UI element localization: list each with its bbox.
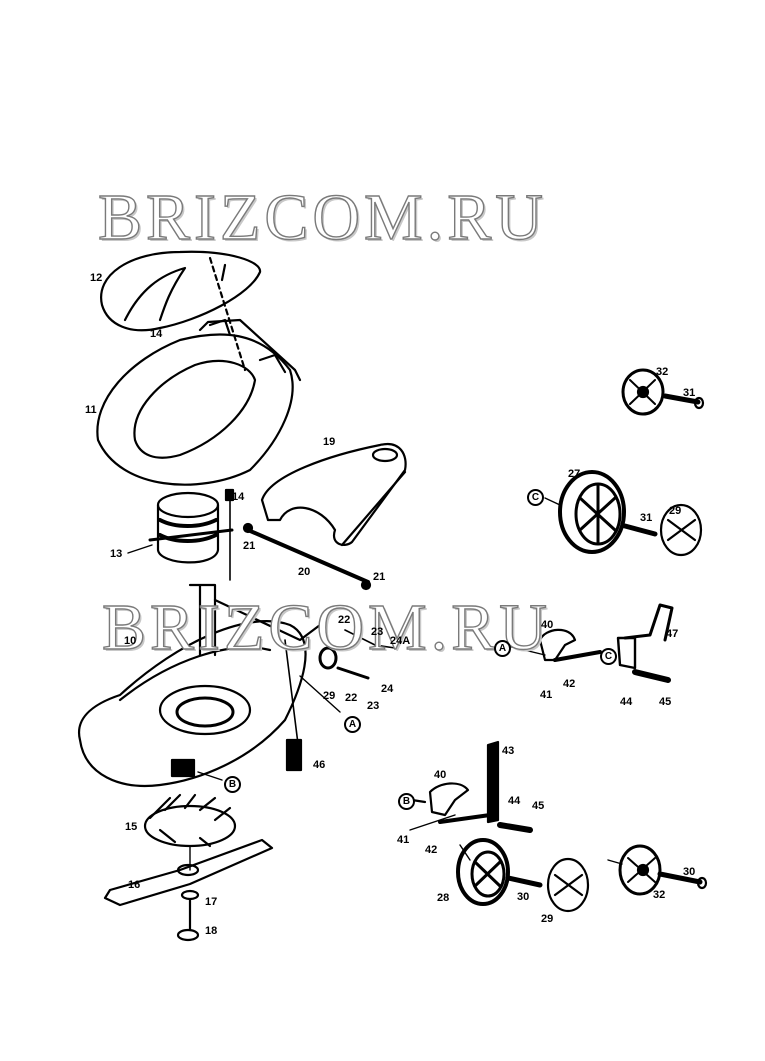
part-label-45b: 45 <box>532 800 545 812</box>
part-label-13: 13 <box>110 548 123 560</box>
reference-marker-A1: A <box>344 716 361 733</box>
part-label-47: 47 <box>666 628 679 640</box>
part-label-42a: 42 <box>563 678 576 690</box>
part-label-24A: 24A <box>390 635 411 647</box>
part-label-32b: 32 <box>653 889 666 901</box>
part-label-46: 46 <box>313 759 326 771</box>
front-wheel-large <box>456 838 590 913</box>
part-label-30a: 30 <box>517 891 530 903</box>
front-wheel-small <box>607 844 708 896</box>
motor-part <box>127 488 235 581</box>
part-label-11: 11 <box>85 404 97 416</box>
reference-marker-C1: C <box>527 489 544 506</box>
rear-wheel-large <box>544 470 703 557</box>
part-label-21a: 21 <box>243 540 256 552</box>
part-label-16: 16 <box>128 879 141 891</box>
part-label-21b: 21 <box>373 571 386 583</box>
part-label-40b: 40 <box>434 769 447 781</box>
part-label-28: 28 <box>437 892 450 904</box>
part-label-15: 15 <box>125 821 138 833</box>
part-label-29c: 29 <box>541 913 554 925</box>
part-label-42b: 42 <box>425 844 438 856</box>
part-label-44a: 44 <box>620 696 633 708</box>
blade-part <box>103 838 274 907</box>
part-label-22b: 22 <box>345 692 358 704</box>
part-label-20: 20 <box>298 566 311 578</box>
part-label-30b: 30 <box>683 866 696 878</box>
part-label-27: 27 <box>568 468 581 480</box>
part-label-41b: 41 <box>397 834 410 846</box>
height-adjuster-front <box>409 740 533 833</box>
part-label-32a: 32 <box>656 366 669 378</box>
reference-marker-C2: C <box>600 648 617 665</box>
reference-marker-B2: B <box>398 793 415 810</box>
part-label-43: 43 <box>502 745 515 757</box>
part-label-10: 10 <box>124 635 137 647</box>
part-label-23a: 23 <box>371 626 384 638</box>
part-label-12: 12 <box>90 272 103 284</box>
part-label-14: 14 <box>150 328 163 340</box>
part-label-29: 29 <box>323 690 336 702</box>
mower-deck-part <box>77 583 322 787</box>
hood-part <box>96 256 302 486</box>
part-label-14b: 14 <box>232 491 245 503</box>
part-label-17: 17 <box>205 896 218 908</box>
reference-marker-A2: A <box>494 640 511 657</box>
blade-bolt-part <box>176 889 200 942</box>
part-label-19: 19 <box>323 436 336 448</box>
part-label-22a: 22 <box>338 614 351 626</box>
part-label-29b: 29 <box>669 505 682 517</box>
fasteners-group <box>285 629 396 772</box>
fan-part <box>143 793 237 871</box>
part-label-31a: 31 <box>683 387 696 399</box>
part-label-44b: 44 <box>508 795 521 807</box>
part-label-31b: 31 <box>640 512 653 524</box>
rear-wheel-small-top <box>621 368 705 416</box>
top-cover-part <box>100 250 262 332</box>
part-label-23b: 23 <box>367 700 380 712</box>
part-label-45a: 45 <box>659 696 672 708</box>
part-label-41a: 41 <box>540 689 553 701</box>
handle-cover-part <box>260 442 407 547</box>
part-label-24: 24 <box>381 683 394 695</box>
part-label-18: 18 <box>205 925 218 937</box>
height-adjuster-rear <box>507 603 674 683</box>
part-label-40a: 40 <box>541 619 554 631</box>
reference-marker-B1: B <box>224 776 241 793</box>
axle-rod-part <box>242 522 372 591</box>
